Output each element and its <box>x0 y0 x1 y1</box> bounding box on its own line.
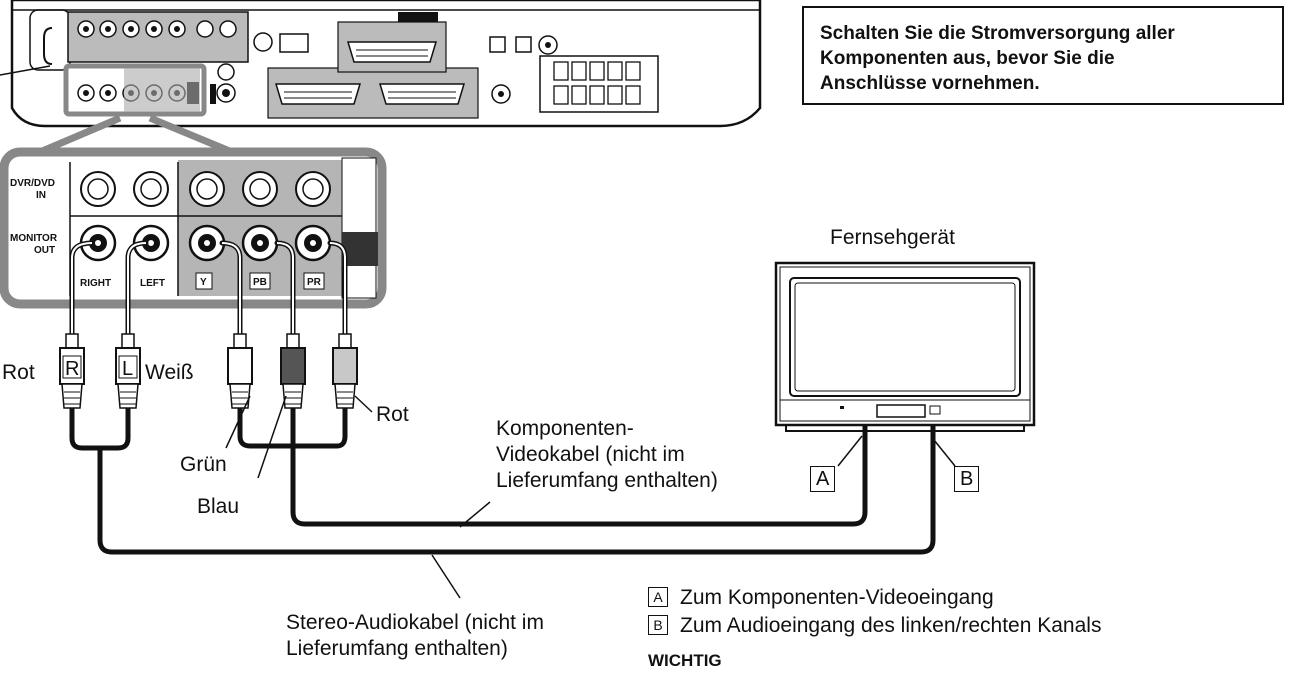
color-label-gruen: Grün <box>180 453 227 476</box>
receiver-rear-panel <box>0 0 762 128</box>
jack-label-right: RIGHT <box>80 278 111 289</box>
jack-label-y: Y <box>200 277 207 288</box>
jack-panel-enlarged: DVR/DVD IN MONITOR OUT RIGHT LEFT Y PB P… <box>0 147 387 309</box>
rca-plug-red-video <box>332 333 358 409</box>
plug-letter-l: L <box>122 358 133 380</box>
jack-label-left: LEFT <box>140 278 165 289</box>
marker-b-box: B <box>954 466 980 492</box>
zoom-lines <box>38 114 234 156</box>
color-label-weiss: Weiß <box>145 361 194 384</box>
jack-label-pr: PR <box>307 277 322 288</box>
jack-label-pb: PB <box>253 277 267 288</box>
label-dvr-dvd: DVR/DVD <box>10 178 55 189</box>
warning-line-3: Anschlüsse vornehmen. <box>820 73 1040 94</box>
color-label-rot-video: Rot <box>376 403 409 426</box>
legend-b-key: B <box>648 615 668 635</box>
audio-cable-line-1: Stereo-Audiokabel (nicht im <box>286 611 544 634</box>
marker-a: A <box>810 466 836 492</box>
tv-label: Fernsehgerät <box>830 226 955 249</box>
audio-cable-line-2: Lieferumfang enthalten) <box>286 637 508 660</box>
wichtig-heading: WICHTIG <box>648 651 722 670</box>
lead-inner <box>71 242 346 336</box>
label-in: IN <box>36 190 46 201</box>
rca-plug-green-video <box>227 333 253 409</box>
component-cable-line-1: Komponenten- <box>496 417 634 440</box>
component-cable-label: Komponenten- Videokabel (nicht im Liefer… <box>496 416 718 494</box>
color-label-blau: Blau <box>197 495 240 518</box>
marker-a-box: A <box>810 466 836 492</box>
television <box>774 261 1036 432</box>
legend-a-key: A <box>648 587 668 607</box>
audio-cable-label: Stereo-Audiokabel (nicht im Lieferumfang… <box>286 610 544 662</box>
rca-plug-blue-video <box>280 333 306 409</box>
label-out: OUT <box>34 245 55 256</box>
pointer-lines <box>225 395 956 599</box>
legend-b-text: Zum Audioeingang des linken/rechten Kana… <box>680 614 1102 637</box>
color-label-rot-audio: Rot <box>2 361 35 384</box>
marker-b: B <box>954 466 980 492</box>
legend-b: B Zum Audioeingang des linken/rechten Kan… <box>648 612 1101 640</box>
legend-a: A Zum Komponenten-Videoeingang <box>648 584 994 612</box>
legend-a-text: Zum Komponenten-Videoeingang <box>680 586 994 609</box>
component-cable-line-3: Lieferumfang enthalten) <box>496 469 718 492</box>
warning-line-2: Komponenten aus, bevor Sie die <box>820 48 1115 69</box>
label-monitor: MONITOR <box>10 233 58 244</box>
power-off-warning-box: Schalten Sie die Stromversorgung aller K… <box>802 6 1284 105</box>
warning-line-1: Schalten Sie die Stromversorgung aller <box>820 23 1175 44</box>
plug-letter-r: R <box>65 358 79 380</box>
cable-runs <box>69 408 936 555</box>
component-cable-line-2: Videokabel (nicht im <box>496 443 685 466</box>
